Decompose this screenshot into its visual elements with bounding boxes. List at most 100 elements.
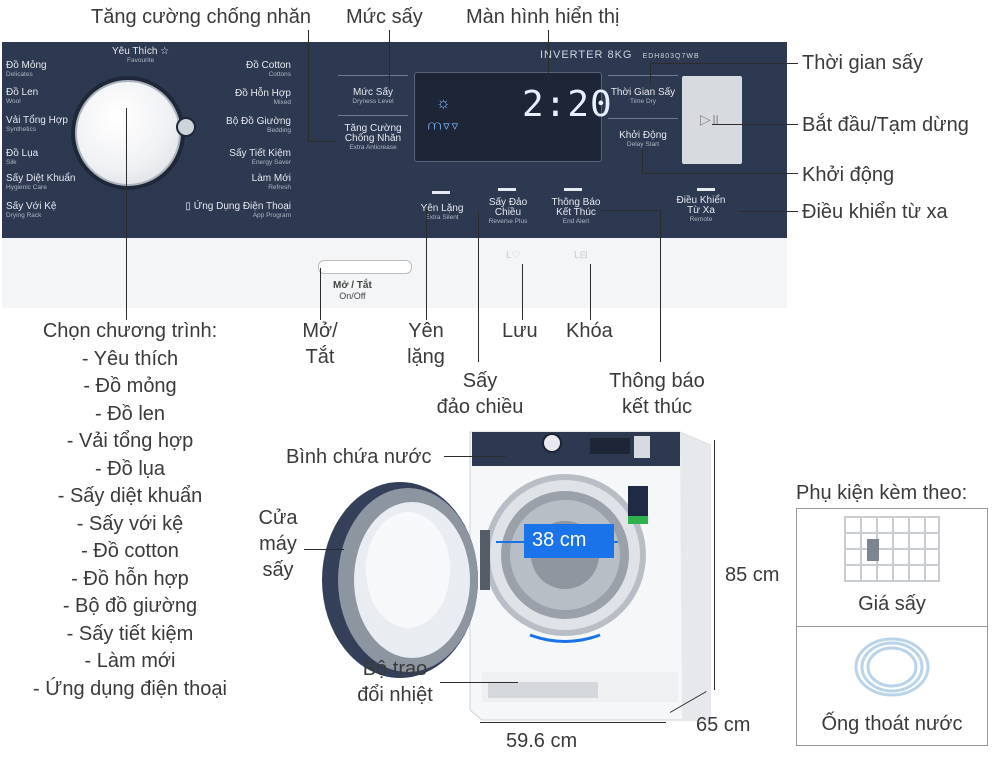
drytime-btn-divider: [608, 75, 678, 76]
callout-save: Lưu: [502, 320, 538, 342]
program-list-item: - Sấy tiết kiệm: [66, 622, 194, 645]
line-end-alert-h: [600, 210, 660, 211]
width-dimension-line: [480, 722, 666, 723]
program-list-heading: Chọn chương trình:: [42, 320, 218, 342]
fav-program-label: Yêu Thích ☆Favourite: [112, 46, 170, 65]
save-icon: L♡: [506, 250, 521, 261]
lock-icon: L⊟: [574, 250, 588, 261]
line-water-tank: [444, 456, 506, 457]
callout-display: Màn hình hiển thị: [466, 6, 620, 28]
line-dry-time: [650, 63, 798, 64]
height-label: 85 cm: [725, 564, 780, 586]
line-start: [712, 124, 798, 125]
line-anti-crease-h: [308, 141, 336, 142]
garment-icons: ⩋▿▿: [428, 118, 461, 133]
program-list-item: - Đồ len: [94, 402, 166, 425]
program-list-item: - Đồ lụa: [94, 457, 166, 480]
line-reverse: [478, 211, 479, 362]
callout-lock: Khóa: [566, 320, 613, 342]
start-pause-button[interactable]: [682, 76, 742, 164]
callout-remote: Điều khiển từ xa: [802, 201, 948, 223]
play-pause-icon: ▷॥: [700, 111, 720, 127]
program-list-item: - Sấy với kệ: [76, 512, 184, 535]
callout-dry-time: Thời gian sấy: [802, 52, 923, 74]
remote-led: [697, 188, 715, 191]
silent-led: [432, 191, 450, 194]
program-list-item: - Ứng dụng điện thoại: [33, 677, 227, 700]
dryness-btn-divider: [338, 75, 408, 76]
delay-btn-divider: [608, 118, 678, 119]
drum-diameter-line: [496, 541, 618, 543]
depth-label: 65 cm: [696, 714, 751, 736]
callout-on-off: Mở/Tắt: [302, 320, 338, 368]
dial-pointer: [176, 117, 196, 137]
brand-label: INVERTER 8KG EDH803Q7WB: [540, 49, 700, 61]
program-list-item: - Đồ mỏng: [83, 375, 177, 397]
callout-start-pause: Bắt đầu/Tạm dừng: [802, 114, 969, 136]
reverse-led: [498, 188, 516, 191]
program-list-item: - Đồ hỗn hợp: [71, 567, 189, 590]
accessory-hose-label: Ống thoát nước: [821, 713, 963, 735]
drying-rack-icon: [844, 516, 940, 582]
sun-icon: ☼: [436, 95, 451, 112]
endalert-led: [564, 188, 582, 191]
accessories-heading: Phụ kiện kèm theo:: [796, 482, 968, 504]
line-delay-v: [642, 150, 643, 174]
program-list: Chọn chương trình: - Yêu thích - Đồ mỏng…: [10, 318, 250, 703]
width-label: 59.6 cm: [506, 730, 578, 752]
height-dimension-line: [714, 440, 715, 690]
drain-hose-icon: [854, 637, 930, 697]
line-remote: [740, 211, 798, 212]
line-heat-exchanger: [440, 682, 518, 683]
line-lock: [590, 264, 591, 320]
line-silent: [426, 208, 427, 320]
line-door: [304, 549, 344, 550]
display-screen: [414, 72, 602, 162]
callout-delay-start: Khởi động: [802, 164, 895, 186]
line-dry-time-v: [650, 63, 651, 85]
line-programs: [126, 108, 127, 320]
accessory-rack-label: Giá sấy: [858, 593, 926, 615]
display-time: 2:20: [522, 84, 613, 125]
line-anti-crease: [308, 30, 309, 142]
callout-anti-crease: Tăng cường chống nhăn: [91, 6, 311, 28]
program-list-item: - Bộ đồ giường: [62, 595, 198, 617]
callout-water-tank: Bình chứa nước: [286, 446, 432, 468]
line-save: [522, 264, 523, 320]
program-list-item: - Vải tổng hợp: [66, 430, 194, 452]
drum-diameter-label: 38 cm: [532, 529, 587, 551]
program-list-item: - Làm mới: [84, 650, 176, 672]
accessory-rack-box: Giá sấy: [796, 508, 988, 628]
program-list-item: - Sấy diệt khuẩn: [57, 485, 203, 507]
accessory-hose-box: Ống thoát nước: [796, 626, 988, 746]
callout-dryness: Mức sấy: [346, 6, 423, 28]
on-off-button[interactable]: [318, 260, 412, 274]
anticrease-btn-divider: [338, 115, 408, 116]
program-list-item: - Đồ cotton: [81, 540, 179, 562]
program-dial[interactable]: [75, 80, 181, 186]
